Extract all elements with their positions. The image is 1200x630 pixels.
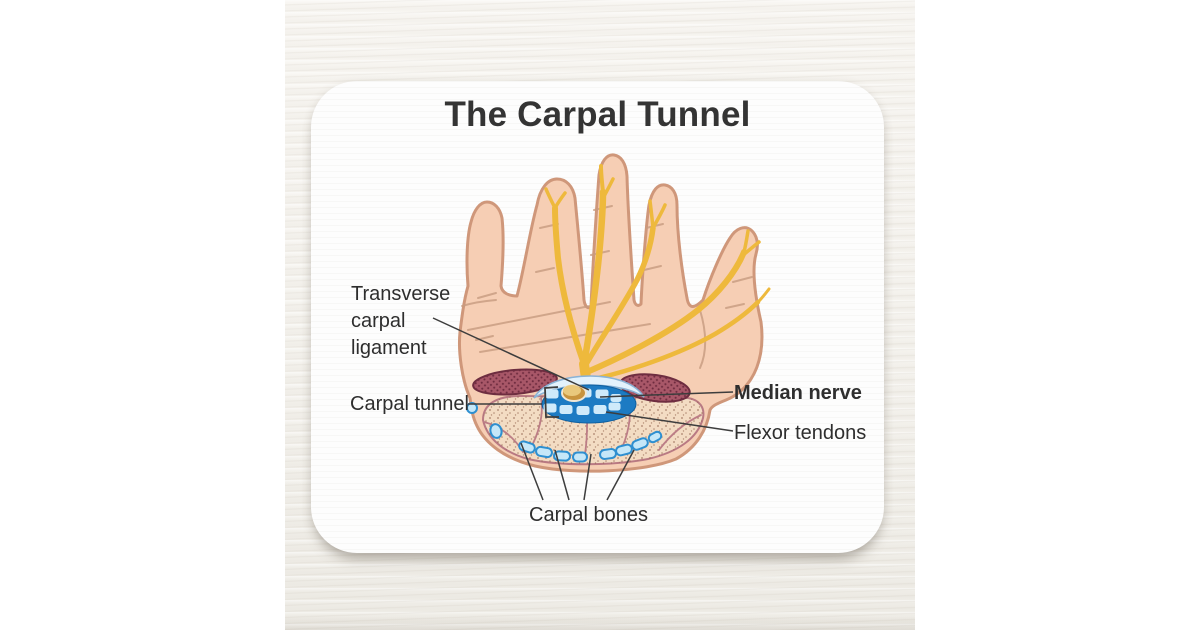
leader-median-nerve — [599, 391, 734, 398]
leader-carpal-bone-2 — [554, 449, 570, 501]
label-median-nerve: Median nerve — [734, 382, 862, 404]
label-carpal-bones: Carpal bones — [529, 504, 648, 526]
label-flexor-tendons: Flexor tendons — [734, 422, 867, 444]
carpal-tunnel-bracket — [544, 386, 559, 418]
leader-carpal-bone-4 — [606, 449, 635, 501]
label-carpal-tunnel: Carpal tunnel — [350, 393, 469, 415]
leader-transverse-carpal-ligament — [432, 317, 590, 391]
median-nerve-shape — [561, 384, 587, 402]
carpal-bones — [466, 402, 663, 463]
wrist-cross-section — [466, 368, 705, 466]
leader-lines — [432, 317, 734, 501]
leader-flexor-tendons — [605, 411, 734, 432]
leader-carpal-bone-1 — [520, 442, 544, 501]
label-transverse-carpal-ligament: Transverse carpal ligament — [351, 283, 451, 359]
diagram-title: The Carpal Tunnel — [444, 95, 751, 134]
leader-carpal-bone-3 — [583, 453, 592, 501]
